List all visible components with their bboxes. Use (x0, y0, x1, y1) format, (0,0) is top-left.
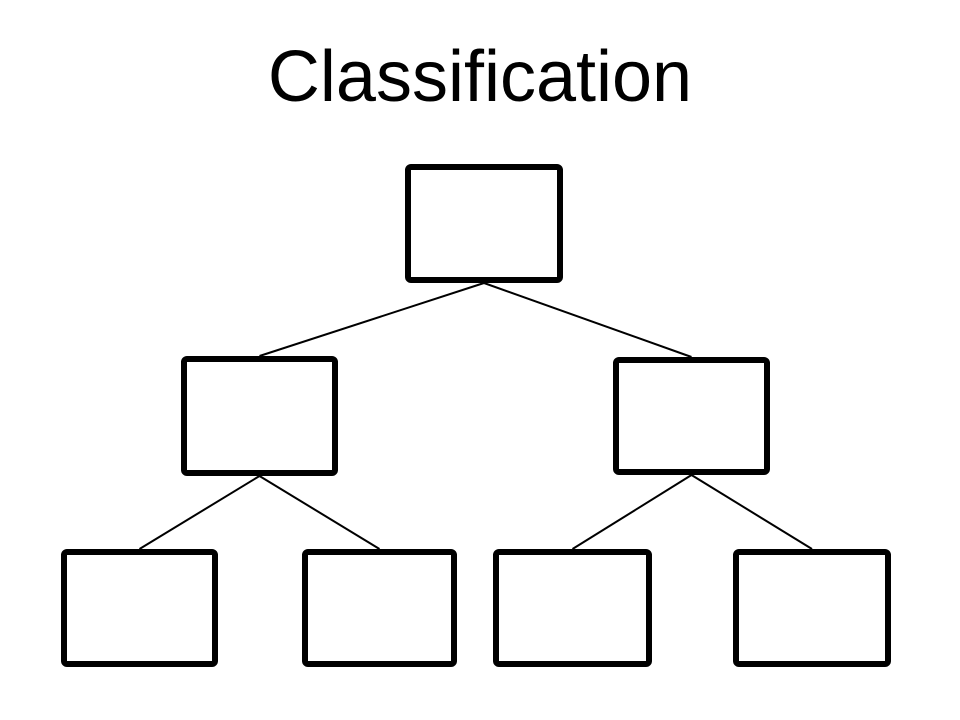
tree-node-leaf-4 (733, 549, 891, 667)
tree-node-branch-right (613, 357, 770, 475)
tree-node-branch-left (181, 356, 338, 476)
tree-node-leaf-2 (302, 549, 457, 667)
connector-branch-right-to-leaf-4 (690, 474, 813, 550)
connector-branch-right-to-leaf-3 (571, 474, 693, 550)
tree-node-leaf-1 (61, 549, 218, 667)
slide-title: Classification (267, 37, 693, 117)
tree-node-leaf-3 (493, 549, 652, 667)
connector-root-to-branch-right (483, 282, 692, 358)
connector-branch-left-to-leaf-2 (258, 475, 381, 550)
connector-branch-left-to-leaf-1 (138, 475, 261, 550)
connector-root-to-branch-left (259, 282, 485, 357)
tree-node-root (405, 164, 563, 283)
